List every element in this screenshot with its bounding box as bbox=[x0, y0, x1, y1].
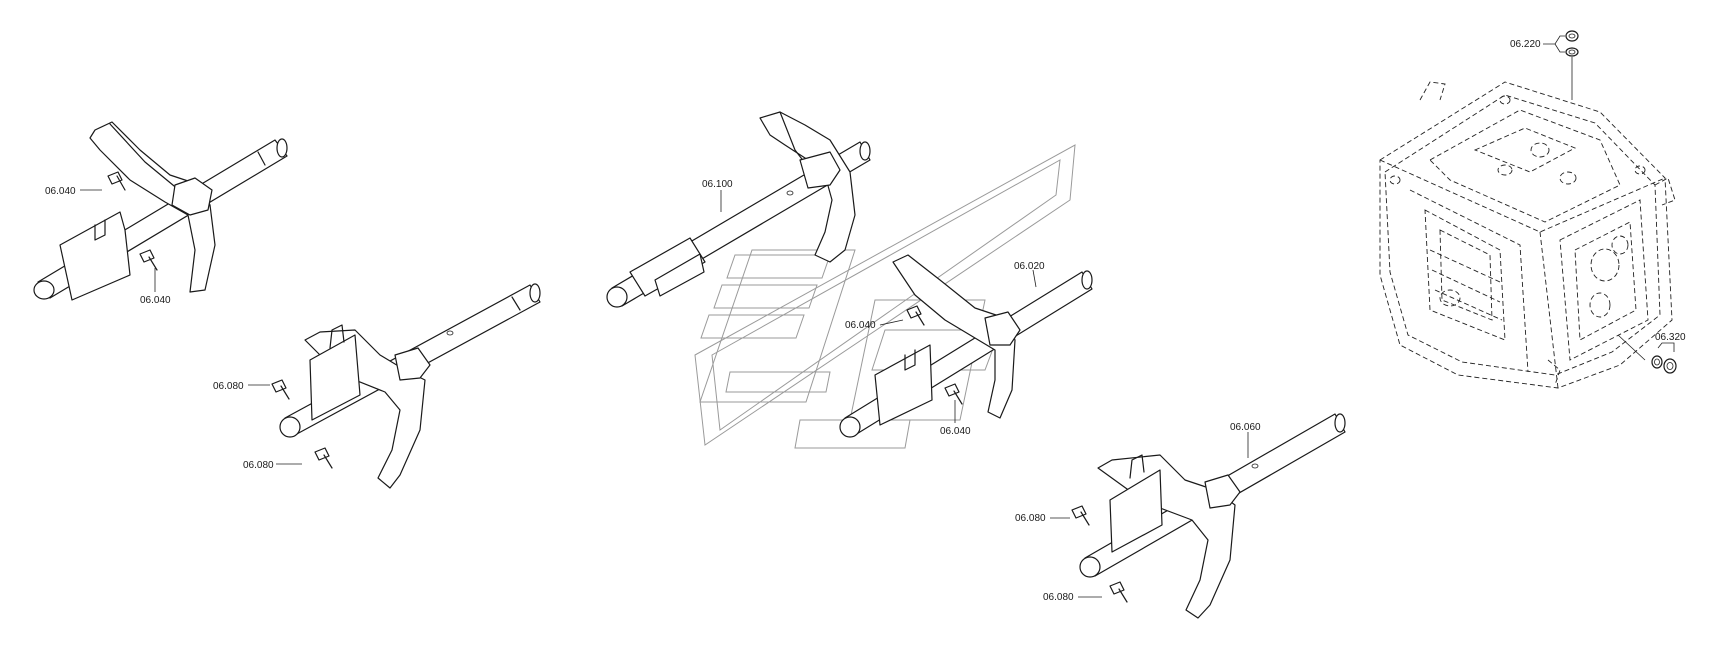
label-06-320: 06.320 bbox=[1655, 332, 1686, 343]
label-06-080-e-bottom: 06.080 bbox=[1043, 592, 1074, 603]
plug-06-320 bbox=[1651, 355, 1677, 374]
label-06-080-b-top: 06.080 bbox=[213, 381, 244, 392]
shift-rail-assembly-a bbox=[33, 121, 288, 301]
label-06-080-b-bottom: 06.080 bbox=[243, 460, 274, 471]
plug-06-220 bbox=[1565, 30, 1579, 57]
label-06-040-d-top: 06.040 bbox=[845, 320, 876, 331]
label-06-040-d-bottom: 06.040 bbox=[940, 426, 971, 437]
label-06-080-e-top: 06.080 bbox=[1015, 513, 1046, 524]
label-06-060: 06.060 bbox=[1230, 422, 1261, 433]
label-06-220: 06.220 bbox=[1510, 39, 1541, 50]
gearbox-housing bbox=[1379, 81, 1676, 389]
shift-rail-assembly-d bbox=[839, 254, 1093, 438]
label-06-100: 06.100 bbox=[702, 179, 733, 190]
label-06-020: 06.020 bbox=[1014, 261, 1045, 272]
shift-rail-assembly-e bbox=[1071, 413, 1346, 619]
shift-rail-assembly-c bbox=[606, 111, 871, 308]
shift-rail-assembly-b bbox=[271, 283, 541, 489]
label-06-040-a-top: 06.040 bbox=[45, 186, 76, 197]
label-06-040-a-bottom: 06.040 bbox=[140, 295, 171, 306]
